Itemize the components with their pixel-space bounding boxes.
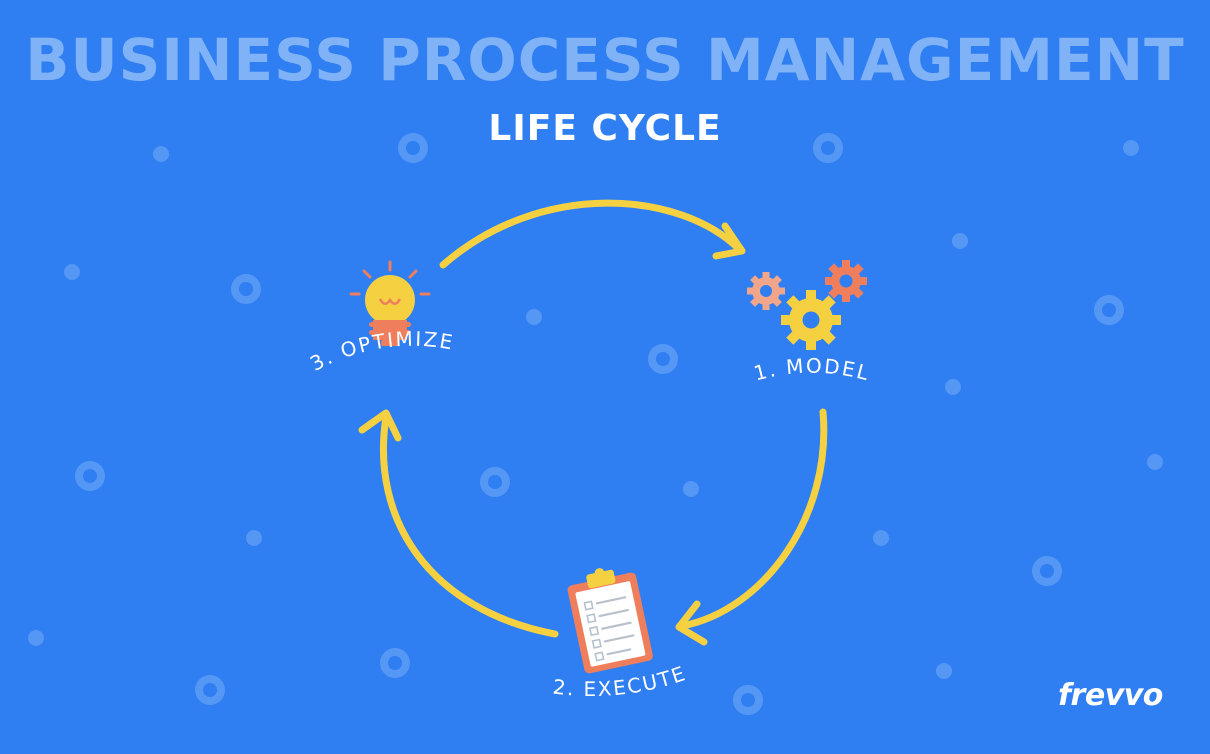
page-subtitle: LIFE CYCLE bbox=[488, 108, 722, 149]
step-label-optimize: 3. OPTIMIZE bbox=[306, 327, 456, 376]
lightbulb-icon bbox=[349, 260, 431, 346]
background-dots bbox=[28, 140, 1163, 679]
arrow-optimize-to-model bbox=[439, 199, 744, 269]
clipboard-checklist-icon bbox=[567, 568, 653, 674]
arrow-execute-to-optimize bbox=[379, 413, 559, 638]
step-label-model: 1. MODEL bbox=[751, 354, 873, 386]
page-title: BUSINESS PROCESS MANAGEMENT bbox=[25, 26, 1185, 94]
arrowhead-optimize bbox=[358, 409, 402, 442]
step-label-execute: 2. EXECUTE bbox=[552, 661, 690, 701]
gears-icon bbox=[747, 260, 867, 350]
background-rings bbox=[75, 133, 1124, 715]
arrowhead-model bbox=[712, 222, 746, 260]
arrowhead-execute bbox=[675, 600, 708, 646]
arrow-model-to-execute bbox=[678, 408, 828, 630]
brand-logo: frevvo bbox=[1058, 678, 1163, 713]
